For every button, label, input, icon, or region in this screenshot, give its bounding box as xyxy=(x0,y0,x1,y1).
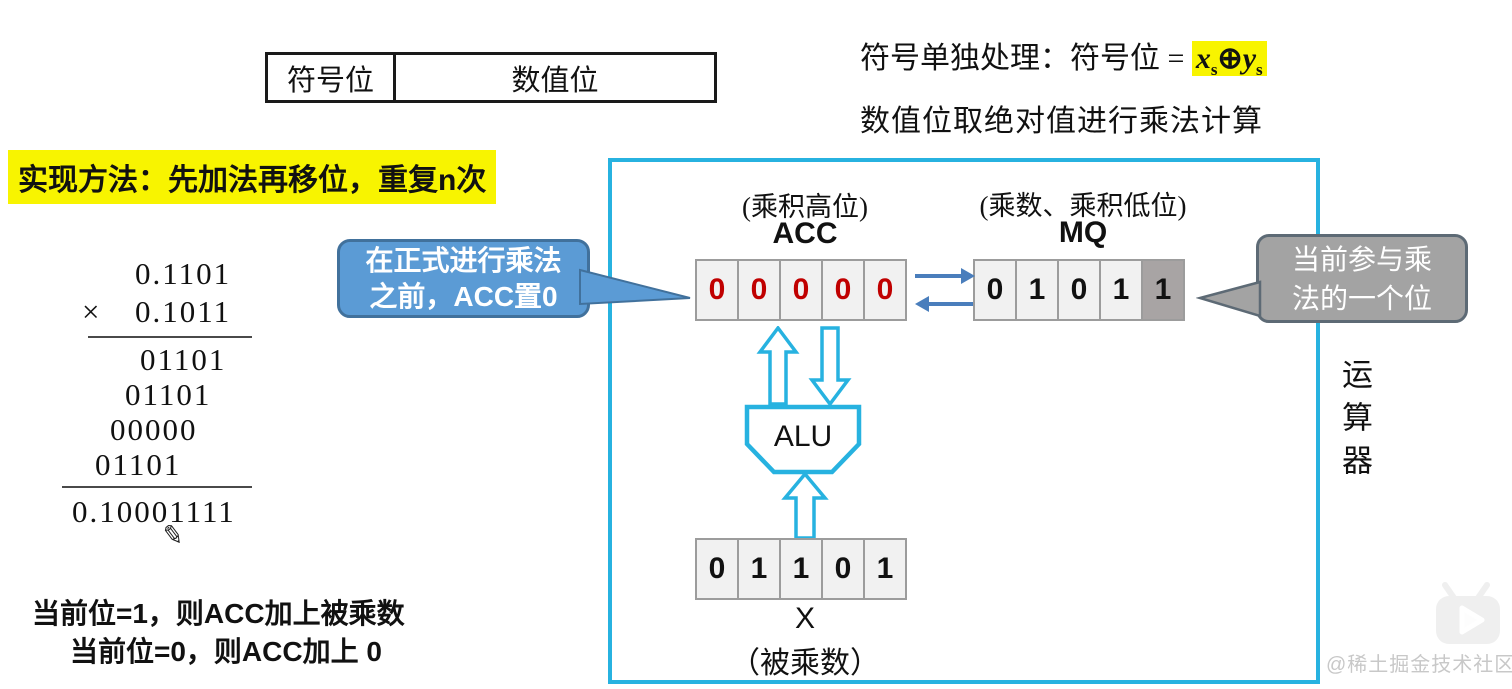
formula-x-sub: s xyxy=(1210,60,1218,79)
bit-format-table: 符号位 数值位 xyxy=(265,52,717,103)
alu-label: ALU xyxy=(773,420,833,453)
acc-note-bubble: 在正式进行乘法 之前，ACC置0 xyxy=(337,239,590,318)
left-arrowhead-icon xyxy=(915,296,929,312)
mq-note-line2: 法的一个位 xyxy=(1291,282,1432,314)
x-caption: （被乘数） xyxy=(730,647,880,680)
mq-note-bubble: 当前参与乘 法的一个位 xyxy=(1256,234,1468,323)
acc-bit-cell: 0 xyxy=(737,259,781,321)
acc-bit-cell: 0 xyxy=(863,259,907,321)
watermark-text: @稀土掘金技术社区 xyxy=(1326,654,1512,676)
right-arrowhead-icon xyxy=(961,268,975,284)
mq-active-bit-cell: 1 xyxy=(1141,259,1185,321)
multiplier-row: 0.1011 xyxy=(135,294,232,329)
acc-bit-3: 0 xyxy=(834,273,852,306)
sum-divider-line xyxy=(62,486,252,488)
x-bit-1: 1 xyxy=(750,552,768,585)
acc-note-line1: 在正式进行乘法 xyxy=(365,244,562,276)
x-bit-cell: 0 xyxy=(695,538,739,600)
acc-bit-cell: 0 xyxy=(821,259,865,321)
x-bit-cell: 1 xyxy=(737,538,781,600)
acc-bit-cell: 0 xyxy=(695,259,739,321)
partial-product-3: 00000 xyxy=(110,412,198,447)
up-block-arrow-icon xyxy=(781,472,829,540)
mq-bit-3: 1 xyxy=(1112,273,1130,306)
acc-alu-arrows xyxy=(756,326,852,406)
acc-bit-4: 0 xyxy=(876,273,894,306)
formula-y: y xyxy=(1242,42,1257,75)
partial-product-2: 01101 xyxy=(125,377,212,412)
mq-bit-2: 0 xyxy=(1070,273,1088,306)
x-register: 0 1 1 0 1 xyxy=(695,538,907,600)
acc-bit-0: 0 xyxy=(708,273,726,306)
xor-operator: ⊕ xyxy=(1217,42,1243,75)
partial-product-1: 01101 xyxy=(140,342,227,377)
arithmetic-unit-label: 运算器 xyxy=(1337,358,1372,487)
times-sign: × xyxy=(82,294,102,329)
xor-formula: xs⊕ys xyxy=(1191,41,1267,79)
mq-register: 0 1 0 1 1 xyxy=(973,259,1185,321)
play-button-icon[interactable] xyxy=(1430,578,1506,648)
multiplicand-row: 0.1101 xyxy=(135,256,232,291)
x-bit-3: 0 xyxy=(834,552,852,585)
acc-register-name: ACC xyxy=(772,217,838,250)
down-block-arrow-icon xyxy=(808,326,852,406)
sign-handling-note: 符号单独处理：符号位 = xs⊕ys xyxy=(860,33,1267,80)
acc-note-line2: 之前，ACC置0 xyxy=(369,280,558,312)
partial-product-4: 01101 xyxy=(95,447,182,482)
sign-bit-cell: 符号位 xyxy=(268,55,396,100)
mq-note-line1: 当前参与乘 xyxy=(1291,243,1432,275)
formula-y-sub: s xyxy=(1256,60,1263,79)
x-register-name: X xyxy=(794,602,815,635)
pencil-icon: ✎ xyxy=(160,518,186,552)
x-bit-0: 0 xyxy=(708,552,726,585)
acc-caption: (乘积高位) xyxy=(742,192,868,222)
product-result: 0.10001111 xyxy=(72,494,236,529)
mq-note-tail xyxy=(1196,280,1262,318)
rule-current-bit-1: 当前位=1，则ACC加上被乘数 xyxy=(32,598,405,629)
x-alu-arrow xyxy=(781,472,829,540)
sign-formula-prefix: 符号单独处理：符号位 = xyxy=(860,42,1185,75)
mq-register-name: MQ xyxy=(1058,216,1108,249)
magnitude-note: 数值位取绝对值进行乘法计算 xyxy=(860,105,1263,138)
mq-caption: (乘数、乘积低位) xyxy=(979,191,1187,221)
method-banner: 实现方法：先加法再移位，重复n次 xyxy=(8,150,497,204)
arithmetic-unit-box xyxy=(608,158,1320,684)
mq-bit-cell: 1 xyxy=(1099,259,1143,321)
x-bit-cell: 0 xyxy=(821,538,865,600)
mq-bit-0: 0 xyxy=(986,273,1004,306)
up-block-arrow-icon xyxy=(756,326,800,406)
x-bit-cell: 1 xyxy=(779,538,823,600)
alu-shape xyxy=(744,404,862,475)
mq-bit-1: 1 xyxy=(1028,273,1046,306)
value-bits-cell: 数值位 xyxy=(511,64,599,97)
mq-bit-cell: 0 xyxy=(973,259,1017,321)
x-bit-2: 1 xyxy=(792,552,810,585)
rule-current-bit-0: 当前位=0，则ACC加上 0 xyxy=(70,636,382,667)
acc-bit-cell: 0 xyxy=(779,259,823,321)
acc-bit-1: 0 xyxy=(750,273,768,306)
acc-register: 0 0 0 0 0 xyxy=(695,259,907,321)
formula-x: x xyxy=(1195,42,1211,75)
mult-divider-line xyxy=(88,336,252,338)
acc-note-tail xyxy=(579,268,691,306)
x-bit-cell: 1 xyxy=(863,538,907,600)
mq-bit-cell: 1 xyxy=(1015,259,1059,321)
mq-bit-4: 1 xyxy=(1154,273,1172,306)
acc-bit-2: 0 xyxy=(792,273,810,306)
acc-mq-exchange-arrows xyxy=(915,268,975,312)
x-bit-4: 1 xyxy=(876,552,894,585)
mq-bit-cell: 0 xyxy=(1057,259,1101,321)
